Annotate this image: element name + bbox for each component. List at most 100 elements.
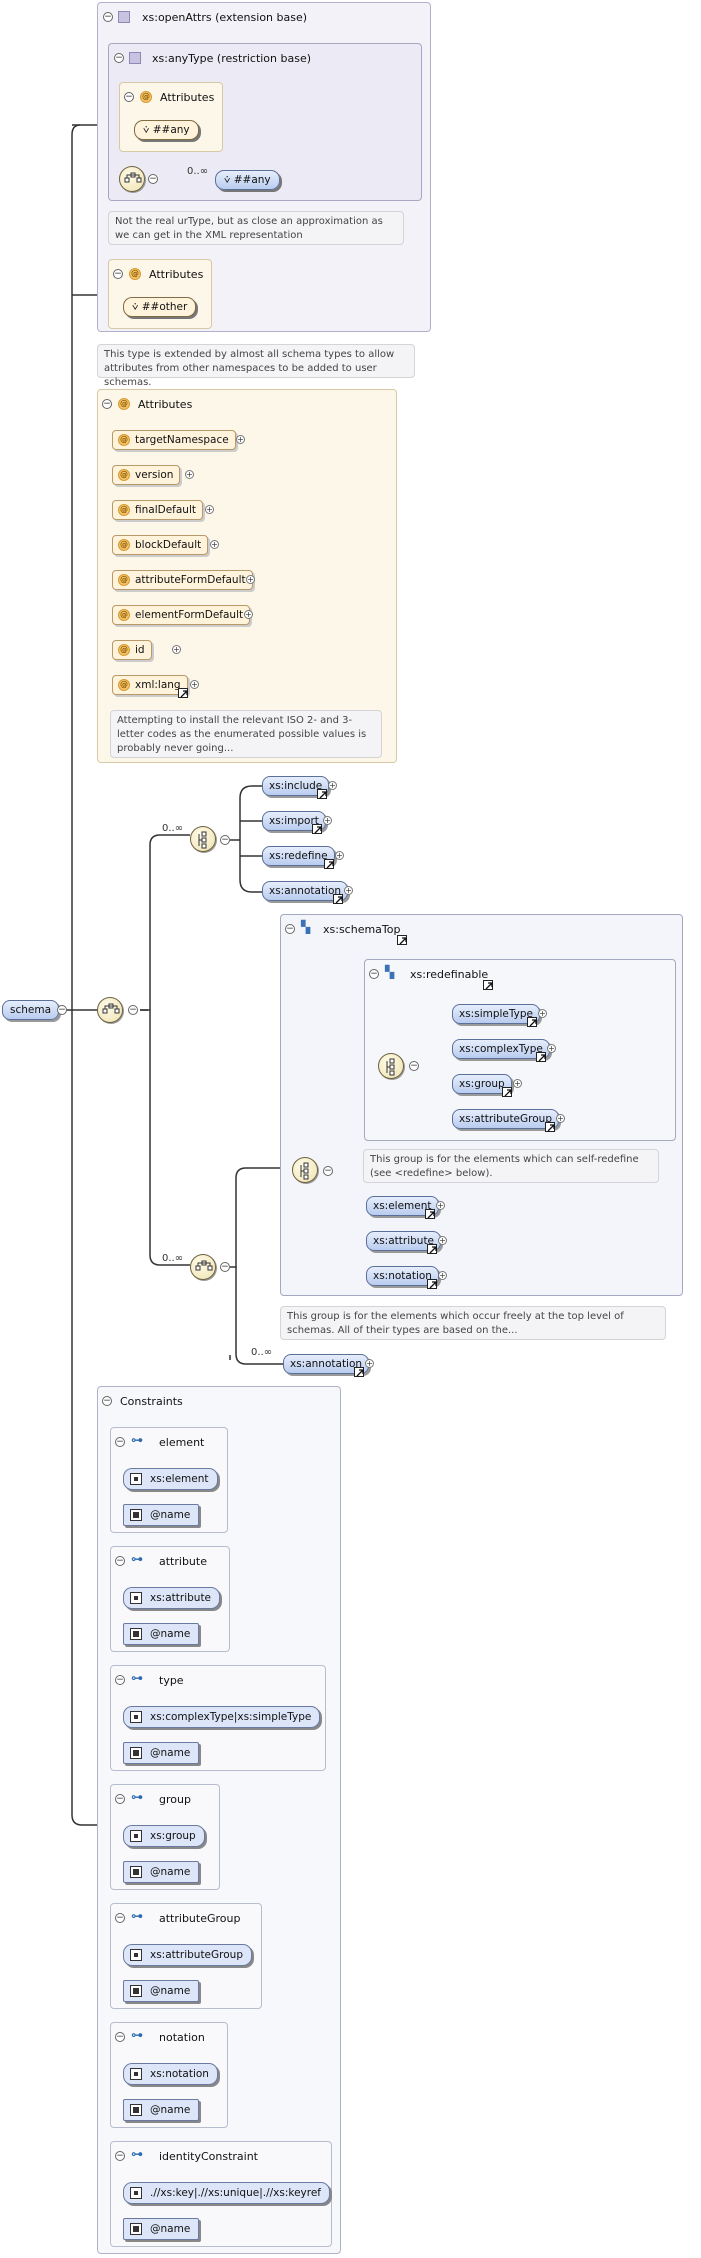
attribute-blockdefault[interactable]: @blockDefault — [112, 535, 209, 555]
expand-toggle[interactable]: + — [438, 1236, 447, 1245]
external-link-icon[interactable] — [425, 1209, 435, 1219]
attribute-elementformdefault[interactable]: @elementFormDefault — [112, 605, 251, 625]
collapse-toggle[interactable]: − — [115, 1794, 125, 1804]
collapse-toggle[interactable]: − — [102, 399, 112, 409]
expand-toggle[interactable]: + — [244, 610, 253, 619]
schema-root-element[interactable]: schema — [2, 1000, 60, 1020]
selector[interactable]: xs:element — [123, 1468, 218, 1490]
other-attribute-wildcard[interactable]: ⩒ ##other — [123, 297, 197, 317]
selector[interactable]: xs:complexType|xs:simpleType — [123, 1706, 321, 1728]
expand-toggle[interactable]: + — [556, 1114, 565, 1123]
collapse-toggle[interactable]: − — [369, 969, 379, 979]
collapse-toggle[interactable]: − — [115, 1437, 125, 1447]
selector[interactable]: xs:group — [123, 1825, 205, 1847]
sequence-compositor-icon[interactable] — [97, 997, 123, 1023]
external-link-icon[interactable] — [545, 1122, 555, 1132]
any-element-wildcard[interactable]: ⩒ ##any — [215, 170, 280, 190]
expand-toggle[interactable]: + — [236, 435, 245, 444]
collapse-toggle[interactable]: − — [115, 2151, 125, 2161]
external-link-icon[interactable] — [427, 1244, 437, 1254]
expand-toggle[interactable]: + — [185, 470, 194, 479]
external-link-icon[interactable] — [317, 789, 327, 799]
expand-toggle[interactable]: + — [365, 1359, 374, 1368]
external-link-icon[interactable] — [527, 1017, 537, 1027]
expand-toggle[interactable]: + — [172, 645, 181, 654]
collapse-toggle[interactable]: − — [285, 924, 295, 934]
element-xs-attributegroup[interactable]: xs:attributeGroup — [452, 1109, 559, 1129]
sequence-compositor-icon[interactable] — [190, 1254, 216, 1280]
collapse-toggle[interactable]: − — [128, 1005, 138, 1015]
field[interactable]: @name — [123, 1504, 200, 1526]
sequence-compositor-icon[interactable] — [119, 166, 145, 192]
attribute-version[interactable]: @version — [112, 465, 181, 485]
choice-compositor-icon[interactable] — [190, 826, 216, 852]
collapse-toggle[interactable]: − — [57, 1005, 67, 1015]
selector[interactable]: .//xs:key|.//xs:unique|.//xs:keyref — [123, 2182, 330, 2204]
expand-toggle[interactable]: + — [344, 886, 353, 895]
attribute-id[interactable]: @id — [112, 640, 152, 660]
element-xs-group[interactable]: xs:group — [452, 1074, 512, 1094]
collapse-toggle[interactable]: − — [102, 1396, 112, 1406]
external-link-icon[interactable] — [536, 1052, 546, 1062]
collapse-toggle[interactable]: − — [114, 53, 124, 63]
element-xs-import[interactable]: xs:import — [262, 811, 326, 831]
expand-toggle[interactable]: + — [538, 1009, 547, 1018]
attribute-xml-lang[interactable]: @xml:lang — [112, 675, 188, 695]
external-link-icon[interactable] — [312, 824, 322, 834]
expand-toggle[interactable]: + — [438, 1271, 447, 1280]
attribute-finaldefault[interactable]: @finalDefault — [112, 500, 203, 520]
element-xs-notation[interactable]: xs:notation — [366, 1266, 439, 1286]
expand-toggle[interactable]: + — [335, 851, 344, 860]
expand-toggle[interactable]: + — [328, 781, 337, 790]
expand-toggle[interactable]: + — [205, 505, 214, 514]
element-xs-element[interactable]: xs:element — [366, 1196, 439, 1216]
selector[interactable]: xs:attributeGroup — [123, 1944, 252, 1966]
expand-toggle[interactable]: + — [436, 1201, 445, 1210]
collapse-toggle[interactable]: − — [220, 1262, 230, 1272]
selector-label: xs:attributeGroup — [150, 1949, 243, 1961]
collapse-toggle[interactable]: − — [115, 2032, 125, 2042]
field[interactable]: @name — [123, 2218, 200, 2240]
expand-toggle[interactable]: + — [246, 575, 255, 584]
choice-compositor-icon[interactable] — [292, 1157, 318, 1183]
element-xs-complextype[interactable]: xs:complexType — [452, 1039, 550, 1059]
collapse-toggle[interactable]: − — [115, 1913, 125, 1923]
element-xs-attribute[interactable]: xs:attribute — [366, 1231, 442, 1251]
field[interactable]: @name — [123, 1861, 200, 1883]
external-link-icon[interactable] — [502, 1087, 512, 1097]
selector[interactable]: xs:attribute — [123, 1587, 221, 1609]
selector[interactable]: xs:notation — [123, 2063, 218, 2085]
collapse-toggle[interactable]: − — [103, 12, 113, 22]
expand-toggle[interactable]: + — [513, 1079, 522, 1088]
expand-toggle[interactable]: + — [190, 680, 199, 689]
expand-toggle[interactable]: + — [210, 540, 219, 549]
collapse-toggle[interactable]: − — [148, 174, 158, 184]
element-xs-annotation[interactable]: xs:annotation — [262, 881, 349, 901]
external-link-icon[interactable] — [324, 859, 334, 869]
attribute-targetnamespace[interactable]: @targetNamespace — [112, 430, 236, 450]
expand-toggle[interactable]: + — [323, 816, 332, 825]
collapse-toggle[interactable]: − — [409, 1061, 419, 1071]
element-xs-redefine[interactable]: xs:redefine — [262, 846, 335, 866]
external-link-icon[interactable] — [354, 1367, 364, 1377]
external-link-icon[interactable] — [178, 688, 188, 698]
field[interactable]: @name — [123, 2099, 200, 2121]
attribute-attributeformdefault[interactable]: @attributeFormDefault — [112, 570, 253, 590]
field[interactable]: @name — [123, 1623, 200, 1645]
external-link-icon[interactable] — [397, 935, 407, 945]
collapse-toggle[interactable]: − — [220, 835, 230, 845]
choice-compositor-icon[interactable] — [378, 1053, 404, 1079]
collapse-toggle[interactable]: − — [113, 269, 123, 279]
external-link-icon[interactable] — [333, 894, 343, 904]
collapse-toggle[interactable]: − — [124, 92, 134, 102]
collapse-toggle[interactable]: − — [115, 1675, 125, 1685]
element-xs-annotation-2[interactable]: xs:annotation — [283, 1354, 370, 1374]
collapse-toggle[interactable]: − — [323, 1166, 333, 1176]
collapse-toggle[interactable]: − — [115, 1556, 125, 1566]
external-link-icon[interactable] — [483, 980, 493, 990]
expand-toggle[interactable]: + — [547, 1044, 556, 1053]
field[interactable]: @name — [123, 1980, 200, 2002]
field[interactable]: @name — [123, 1742, 200, 1764]
any-attribute-wildcard[interactable]: ⩒ ##any — [134, 120, 199, 140]
external-link-icon[interactable] — [427, 1279, 437, 1289]
